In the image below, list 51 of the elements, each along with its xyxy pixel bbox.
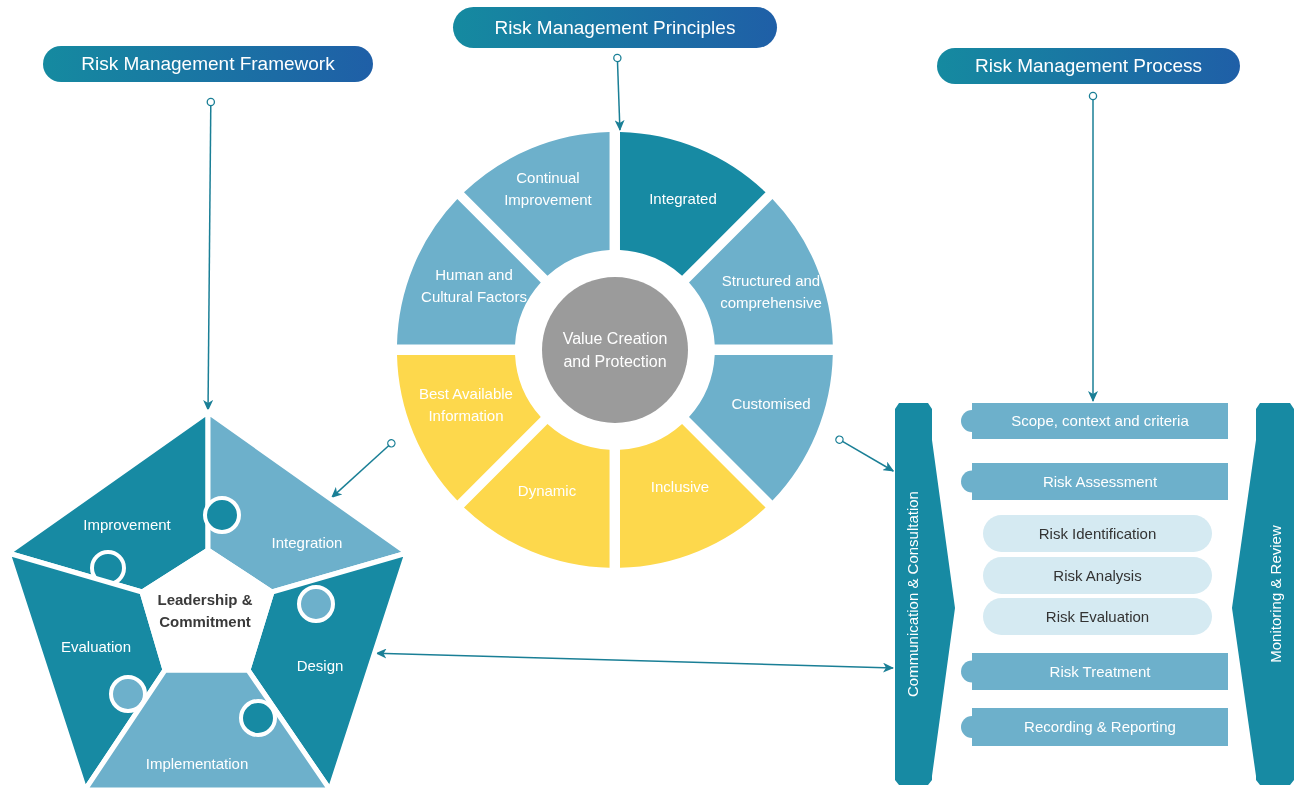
node-label: Monitoring & Review: [1266, 525, 1286, 663]
node-label: Risk Management Process: [974, 54, 1202, 79]
process-step-box: [961, 708, 1228, 746]
node-label: Communication & Consultation: [903, 491, 923, 697]
node-label: Implementation: [144, 754, 250, 775]
wheel-segment: [464, 424, 610, 568]
side-bar: [895, 403, 955, 785]
node-label: Integrated: [648, 189, 718, 210]
sub-step-pill: [983, 557, 1212, 594]
pentagon-puzzle: [8, 412, 407, 790]
arrow: [1088, 91, 1098, 402]
node-label: Improvement: [82, 515, 172, 536]
arrow: [203, 97, 216, 411]
arrow: [613, 53, 625, 132]
node-label: Continual Improvement: [503, 168, 593, 210]
process-step-box: [961, 463, 1228, 500]
node-label: Leadership & Commitment: [156, 590, 254, 632]
node-label: Recording & Reporting: [1024, 717, 1176, 738]
node-label: Value Creation and Protection: [561, 328, 669, 372]
arrow: [331, 439, 396, 499]
heading-pill: [937, 48, 1240, 84]
node-label: Inclusive: [649, 477, 711, 498]
wheel-segment: [620, 132, 766, 276]
arrow: [835, 435, 895, 472]
node-label: Evaluation: [59, 637, 133, 658]
node-label: Dynamic: [516, 481, 578, 502]
node-label: Risk Management Principles: [494, 15, 736, 40]
node-label: Scope, context and criteria: [1011, 411, 1189, 432]
node-label: Risk Identification: [1038, 523, 1157, 544]
heading-pill: [453, 7, 777, 48]
process-step-box: [961, 653, 1228, 690]
node-label: Risk Analysis: [1053, 565, 1142, 586]
heading-pill: [43, 46, 373, 82]
node-label: Customised: [730, 394, 812, 415]
sub-step-pill: [983, 515, 1212, 552]
node-label: Design: [295, 656, 345, 677]
node-label: Risk Assessment: [1042, 471, 1158, 492]
center-circle: [542, 277, 688, 423]
node-label: Human and Cultural Factors: [420, 265, 528, 307]
wheel-segment: [620, 424, 766, 568]
node-label: Structured and comprehensive: [719, 271, 823, 313]
center-pentagon: [142, 550, 272, 670]
process-step-box: [961, 403, 1228, 439]
sub-step-pill: [983, 598, 1212, 635]
node-label: Integration: [270, 533, 344, 554]
node-label: Risk Management Framework: [81, 52, 335, 77]
node-label: Risk Evaluation: [1045, 606, 1150, 627]
node-label: Best Available Information: [418, 384, 514, 426]
arrow: [375, 648, 894, 673]
node-label: Risk Treatment: [1049, 661, 1151, 682]
side-bar: [1232, 403, 1294, 785]
